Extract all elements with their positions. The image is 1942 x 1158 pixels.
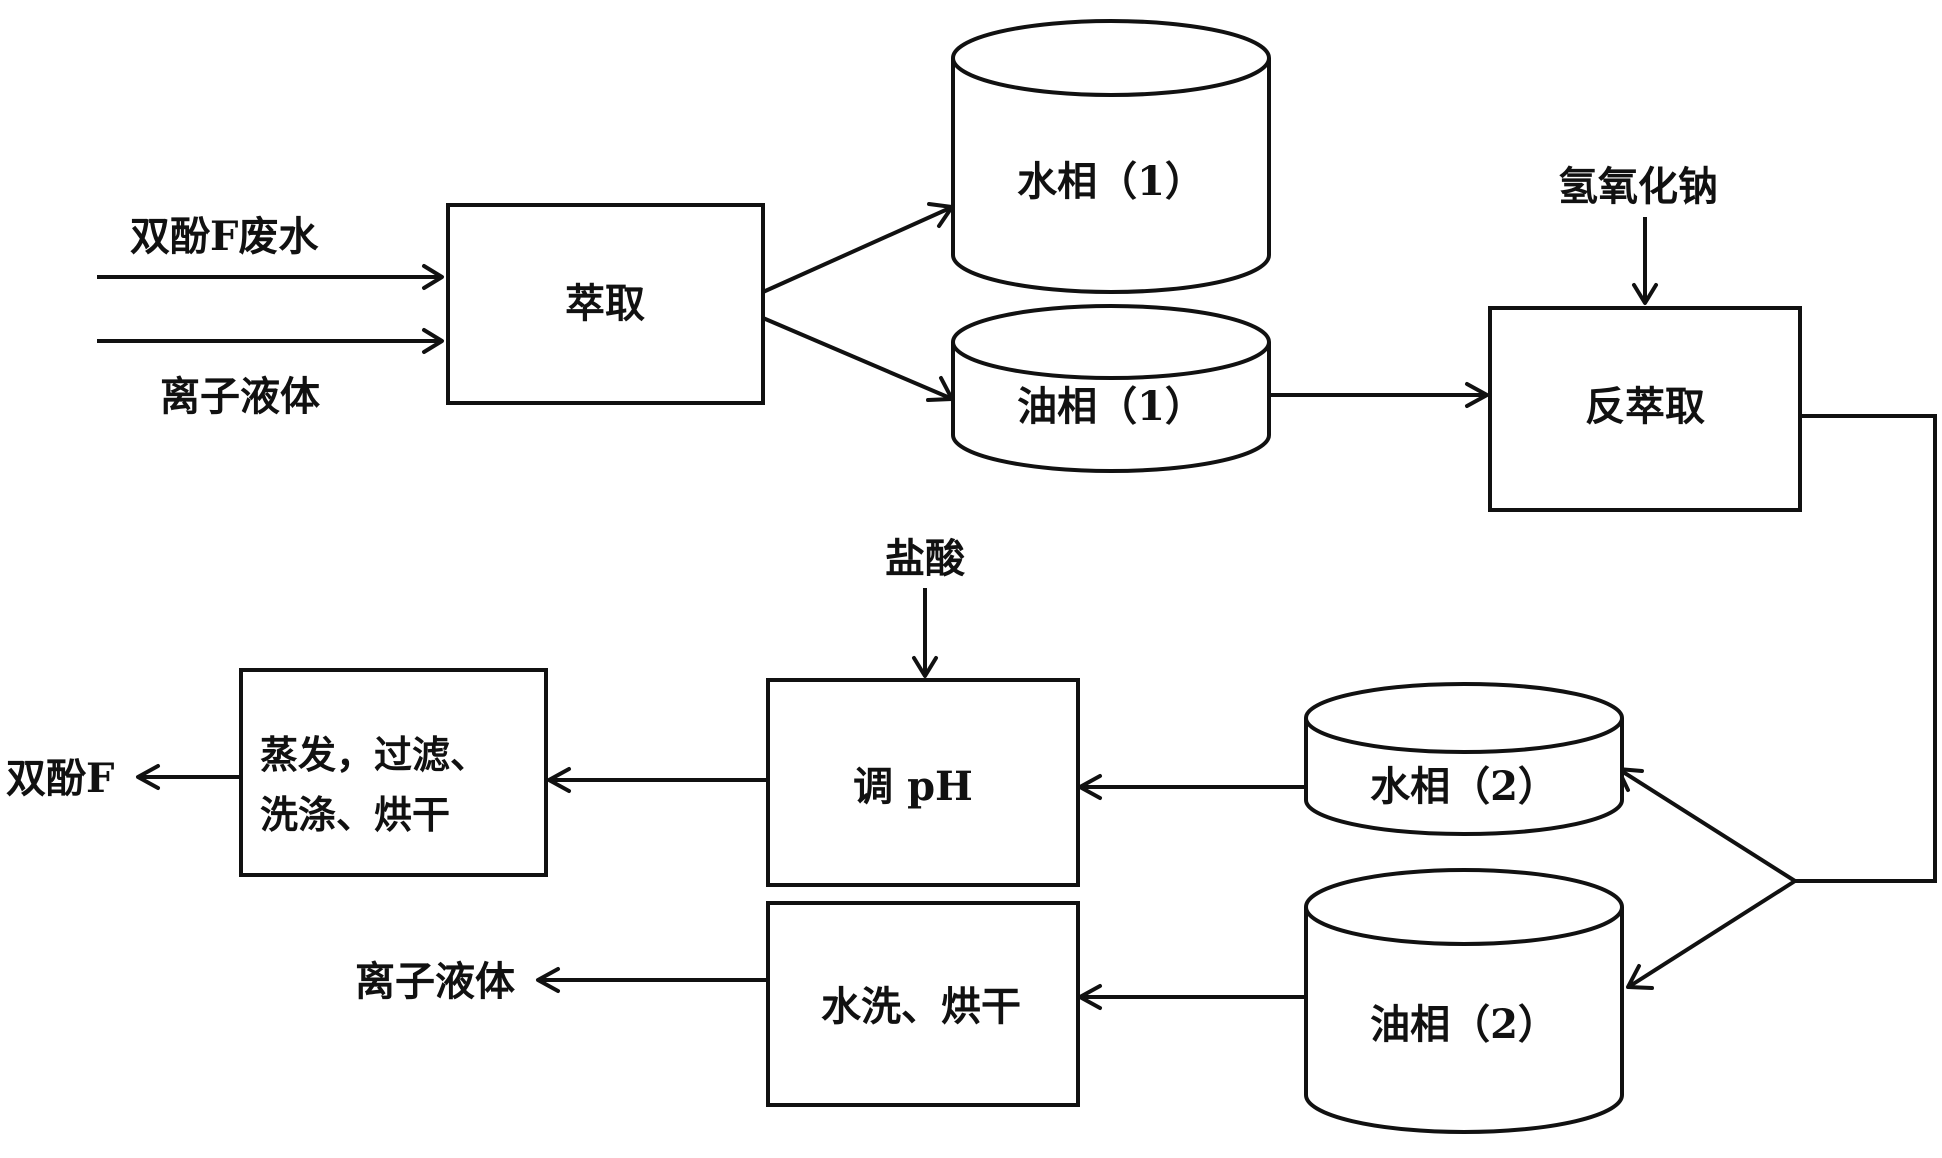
water-phase-1-label: 水相（1） [1017, 158, 1205, 205]
oil-phase-2-label: 油相（2） [1370, 1001, 1558, 1048]
hcl-label: 盐酸 [885, 535, 966, 582]
adjust-ph-box: 调 pH [766, 678, 1080, 887]
extraction-box: 萃取 [446, 203, 765, 405]
adjust-ph-to-evaporation-arrow [547, 767, 768, 793]
input-wastewater-label: 双酚F废水 [130, 213, 319, 260]
wash-dry-label: 水洗、烘干 [821, 983, 1021, 1030]
water-phase-2-tank: 水相（2） [1304, 682, 1624, 836]
oil-phase-2-tank: 油相（2） [1304, 868, 1624, 1134]
extraction-to-water1-arrow [762, 202, 954, 294]
oil2-to-wash-dry-arrow [1078, 984, 1306, 1010]
split-to-water2-arrow [1616, 767, 1797, 883]
naoh-arrow [1632, 217, 1658, 305]
evaporation-label-line2: 洗涤、烘干 [260, 792, 450, 837]
extraction-label: 萃取 [565, 280, 645, 327]
back-extraction-label: 反萃取 [1585, 383, 1705, 430]
back-extraction-box: 反萃取 [1488, 306, 1802, 512]
hcl-arrow [912, 588, 938, 678]
wash-dry-box: 水洗、烘干 [766, 901, 1080, 1107]
water2-to-adjust-ph-arrow [1078, 774, 1306, 800]
evaporation-label-line1: 蒸发，过滤、 [260, 732, 488, 777]
input-wastewater-arrow [97, 264, 444, 290]
adjust-ph-label: 调 pH [853, 763, 973, 810]
back-extraction-outlet-line [1795, 414, 1937, 883]
output-bpf-label: 双酚F [6, 755, 114, 802]
input-ionic-liquid-label: 离子液体 [160, 373, 320, 420]
output-ionic-liquid-label: 离子液体 [355, 958, 515, 1005]
oil-phase-1-tank: 油相（1） [951, 304, 1271, 473]
evaporation-to-bpf-arrow [136, 764, 241, 790]
oil-phase-1-label: 油相（1） [1017, 383, 1205, 430]
naoh-label: 氢氧化钠 [1558, 163, 1718, 210]
evaporation-box: 蒸发，过滤、 洗涤、烘干 [239, 668, 548, 877]
extraction-to-oil1-arrow [762, 316, 954, 402]
oil1-to-back-extraction-arrow [1269, 382, 1489, 408]
water-phase-2-label: 水相（2） [1370, 763, 1558, 810]
water-phase-1-tank: 水相（1） [951, 19, 1271, 294]
wash-dry-to-ionic-liquid-arrow [536, 967, 768, 993]
input-ionic-liquid-arrow [97, 328, 444, 354]
split-to-oil2-arrow [1626, 879, 1797, 990]
